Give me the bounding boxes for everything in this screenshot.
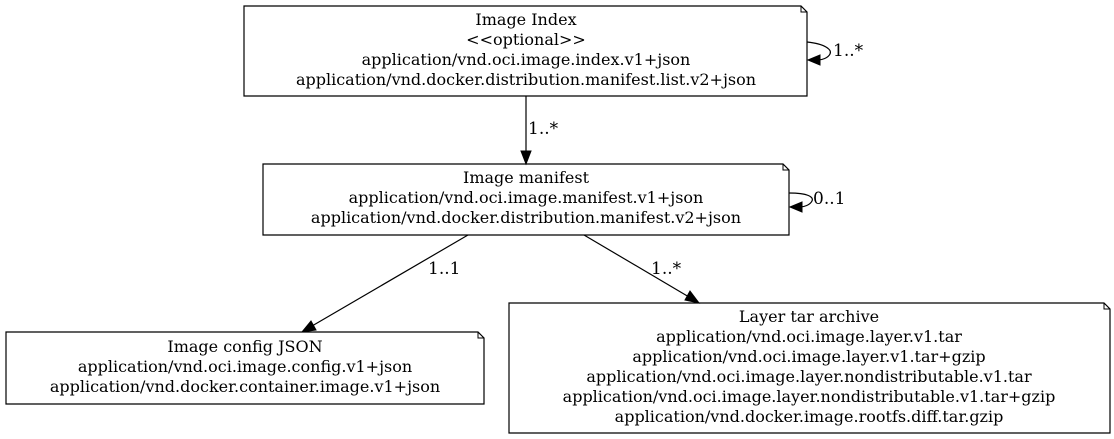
layer-tar-media-type-oci-nondist-tar: application/vnd.oci.image.layer.nondistr… bbox=[586, 367, 1032, 386]
image-config-title: Image config JSON bbox=[167, 337, 322, 356]
node-image-config: Image config JSON application/vnd.oci.im… bbox=[5, 331, 485, 405]
image-config-media-type-docker: application/vnd.docker.container.image.v… bbox=[50, 377, 440, 396]
edge-label-index-self: 1..* bbox=[833, 41, 864, 61]
image-config-media-type-oci: application/vnd.oci.image.config.v1+json bbox=[78, 357, 412, 376]
edge-label-manifest-self: 0..1 bbox=[813, 189, 845, 209]
image-index-media-type-docker: application/vnd.docker.distribution.mani… bbox=[296, 70, 756, 89]
arrowhead bbox=[300, 320, 317, 333]
image-manifest-media-type-docker: application/vnd.docker.distribution.mani… bbox=[311, 208, 741, 227]
node-layer-tar-archive: Layer tar archive application/vnd.oci.im… bbox=[508, 302, 1111, 434]
edge-index-self-loop: 1..* bbox=[806, 41, 864, 66]
edge-index-to-manifest: 1..* bbox=[520, 96, 559, 166]
edge-label-manifest-to-layer: 1..* bbox=[651, 259, 682, 279]
edge-label-manifest-to-config: 1..1 bbox=[428, 259, 460, 279]
edge-manifest-self-loop: 0..1 bbox=[788, 189, 845, 213]
arrowhead bbox=[684, 290, 701, 304]
image-index-title: Image Index bbox=[475, 10, 576, 29]
layer-tar-media-type-oci-nondist-tar-gzip: application/vnd.oci.image.layer.nondistr… bbox=[563, 387, 1056, 406]
image-manifest-media-type-oci: application/vnd.oci.image.manifest.v1+js… bbox=[349, 188, 704, 207]
arrowhead bbox=[806, 54, 821, 66]
layer-tar-media-type-oci-tar: application/vnd.oci.image.layer.v1.tar bbox=[656, 327, 962, 346]
image-index-media-type-oci: application/vnd.oci.image.index.v1+json bbox=[362, 50, 691, 69]
image-manifest-title: Image manifest bbox=[463, 168, 590, 187]
image-index-stereotype: <<optional>> bbox=[466, 30, 586, 49]
arrowhead bbox=[788, 201, 803, 213]
edge-manifest-to-config: 1..1 bbox=[300, 234, 469, 333]
arrowhead bbox=[520, 150, 532, 166]
layer-tar-media-type-docker-rootfs: application/vnd.docker.image.rootfs.diff… bbox=[615, 407, 1004, 426]
edge-manifest-to-layer: 1..* bbox=[583, 234, 701, 304]
edge-label-index-to-manifest: 1..* bbox=[528, 119, 559, 139]
layer-tar-media-type-oci-tar-gzip: application/vnd.oci.image.layer.v1.tar+g… bbox=[632, 347, 985, 366]
node-image-manifest: Image manifest application/vnd.oci.image… bbox=[262, 163, 790, 236]
node-image-index: Image Index <<optional>> application/vnd… bbox=[243, 5, 808, 97]
layer-tar-title: Layer tar archive bbox=[739, 307, 879, 326]
